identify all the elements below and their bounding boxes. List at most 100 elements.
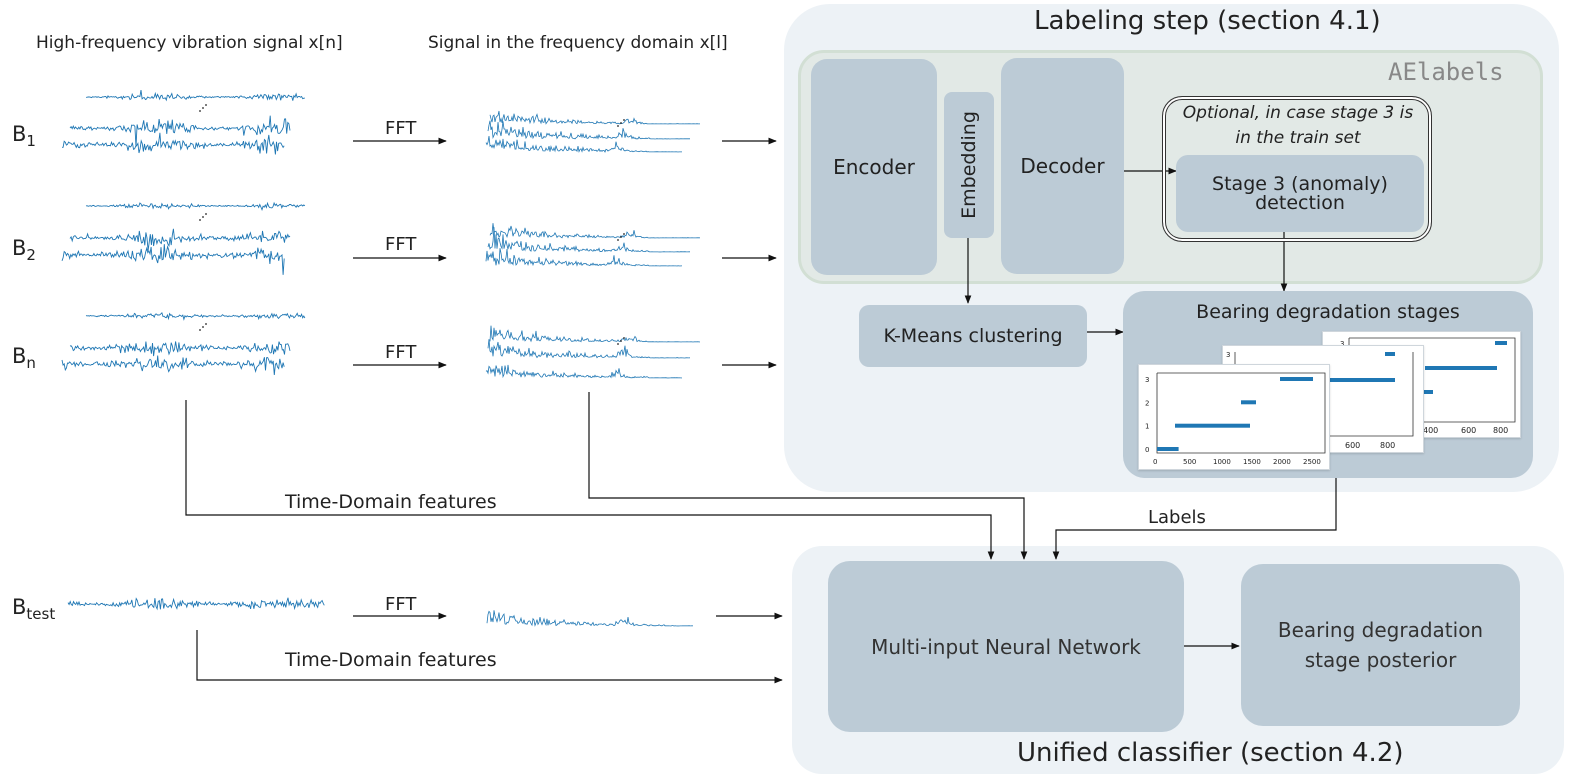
bearing-label-2: B2 (12, 236, 36, 264)
spectrum-n-c (485, 364, 683, 379)
mid-segment-2 (1327, 378, 1395, 382)
mid-y-tick: 3 (1226, 351, 1230, 359)
front-segment-stage-3 (1280, 377, 1313, 381)
time-signal-n-a (85, 311, 306, 321)
stage3-block: Stage 3 (anomaly) detection (1176, 155, 1424, 232)
classifier-title: Unified classifier (section 4.2) (1017, 738, 1404, 768)
ae-name: AElabels (1388, 58, 1504, 86)
optional-note: Optional, in case stage 3 is in the trai… (1182, 103, 1414, 148)
spectrum-1-c (485, 136, 682, 153)
spectrum-dots-2 (623, 233, 625, 235)
waveforms-group (61, 90, 701, 627)
front-y-tick-1: 1 (1145, 423, 1149, 431)
bearing-label-test: Btest (12, 595, 55, 623)
spectrum-dots-2 (617, 239, 619, 241)
front-y-tick-2: 2 (1145, 399, 1149, 407)
spectrum-2-c (485, 248, 682, 267)
time-features-label: Time-Domain features (285, 491, 497, 513)
spectrum-2-b (487, 227, 690, 253)
front-y-tick-3: 3 (1145, 376, 1149, 384)
fft-label-test: FFT (385, 594, 417, 615)
ellipsis-dots-n (199, 329, 201, 331)
kmeans-block: K-Means clustering (859, 305, 1087, 367)
rear-x-tick-1: 400 (1423, 426, 1438, 435)
spectrum-dots-1 (620, 122, 622, 124)
rear-x-tick-3: 800 (1493, 426, 1508, 435)
labels-edge (1052, 478, 1337, 560)
neural-network-block: Multi-input Neural Network (828, 561, 1184, 732)
time-signal-n-c (61, 355, 285, 376)
time-signal-n-b (69, 341, 291, 357)
fft-label-2: FFT (385, 234, 417, 255)
test-time-features-label: Time-Domain features (285, 649, 497, 671)
spectrum-n-a (489, 325, 701, 343)
rear-x-tick-2: 600 (1461, 426, 1476, 435)
ellipsis-dots-1 (202, 107, 204, 109)
kmeans-label: K-Means clustering (883, 325, 1063, 347)
front-y-tick-0: 0 (1145, 446, 1149, 454)
optional-stage3-box (1162, 96, 1432, 242)
neural-network-label: Multi-input Neural Network (871, 634, 1141, 659)
bearing-2-sub: 2 (26, 246, 36, 265)
bearing-label-1: B1 (12, 122, 36, 150)
time-domain-header: High-frequency vibration signal x[n] (36, 33, 343, 53)
embedding-label: Embedding (958, 111, 981, 219)
bearing-n-base: B (12, 344, 27, 368)
time-signal-2-c (61, 244, 285, 275)
decoder-block: Decoder (1001, 58, 1124, 274)
time-signal-1-b (69, 115, 291, 147)
mid-x-tick-1: 600 (1345, 441, 1360, 450)
bearing-n-sub: n (26, 354, 36, 373)
rear-segment-2 (1425, 366, 1497, 370)
spectrum-dots-2 (620, 236, 622, 238)
time-signal-2-b (69, 228, 291, 251)
test-time-features-edge (196, 630, 783, 684)
front-x-tick-2000: 2000 (1273, 458, 1291, 466)
bearing-label-n: Bn (12, 344, 36, 372)
front-segment-stage-0 (1157, 447, 1179, 451)
front-x-tick-0: 0 (1153, 458, 1157, 466)
ellipsis-dots-2 (199, 219, 201, 221)
rear-y-tick: 3 (1340, 340, 1344, 348)
spectrum-dots-1 (623, 119, 625, 121)
frequency-domain-header: Signal in the frequency domain x[l] (428, 33, 728, 53)
stage3-label: Stage 3 (anomaly) detection (1212, 172, 1388, 214)
mid-segment-3 (1385, 352, 1395, 356)
posterior-label: Bearing degradation stage posterior (1277, 618, 1484, 672)
front-segment-stage-2 (1241, 400, 1256, 405)
spectrum-dots-1 (617, 125, 619, 127)
ellipsis-dots-2 (202, 216, 204, 218)
encoder-block: Encoder (811, 59, 937, 275)
spectrum-1-b (487, 120, 690, 140)
spectrum-2-a (489, 223, 701, 239)
bearing-test-sub: test (26, 605, 56, 624)
time-signal-1-c (62, 132, 285, 155)
decoder-label: Decoder (1020, 154, 1105, 178)
front-x-tick-1000: 1000 (1213, 458, 1231, 466)
encoder-label: Encoder (833, 155, 915, 179)
labels-edge-label: Labels (1148, 507, 1206, 528)
rear-segment-1 (1423, 390, 1433, 394)
front-segment-stage-1 (1175, 423, 1250, 428)
ellipsis-dots-1 (205, 104, 207, 106)
embedding-block: Embedding (944, 92, 994, 238)
front-x-tick-1500: 1500 (1243, 458, 1261, 466)
mid-x-tick-2: 800 (1380, 441, 1395, 450)
spectrum-n-b (487, 339, 691, 359)
degradation-stages-title: Bearing degradation stages (1196, 301, 1460, 323)
ellipsis-dots-n (205, 323, 207, 325)
time-signal-test (67, 597, 325, 611)
front-x-tick-2500: 2500 (1303, 458, 1321, 466)
rear-segment-3 (1495, 341, 1507, 345)
spectrum-1-a (489, 110, 700, 125)
spectrum-dots-n (623, 337, 625, 339)
time-features-edge (185, 400, 995, 560)
time-signal-1-a (85, 90, 305, 102)
time-signal-2-a (85, 201, 306, 212)
freq-features-edge (588, 392, 1028, 560)
front-plot-axes (1156, 372, 1326, 454)
bearing-2-base: B (12, 236, 27, 260)
